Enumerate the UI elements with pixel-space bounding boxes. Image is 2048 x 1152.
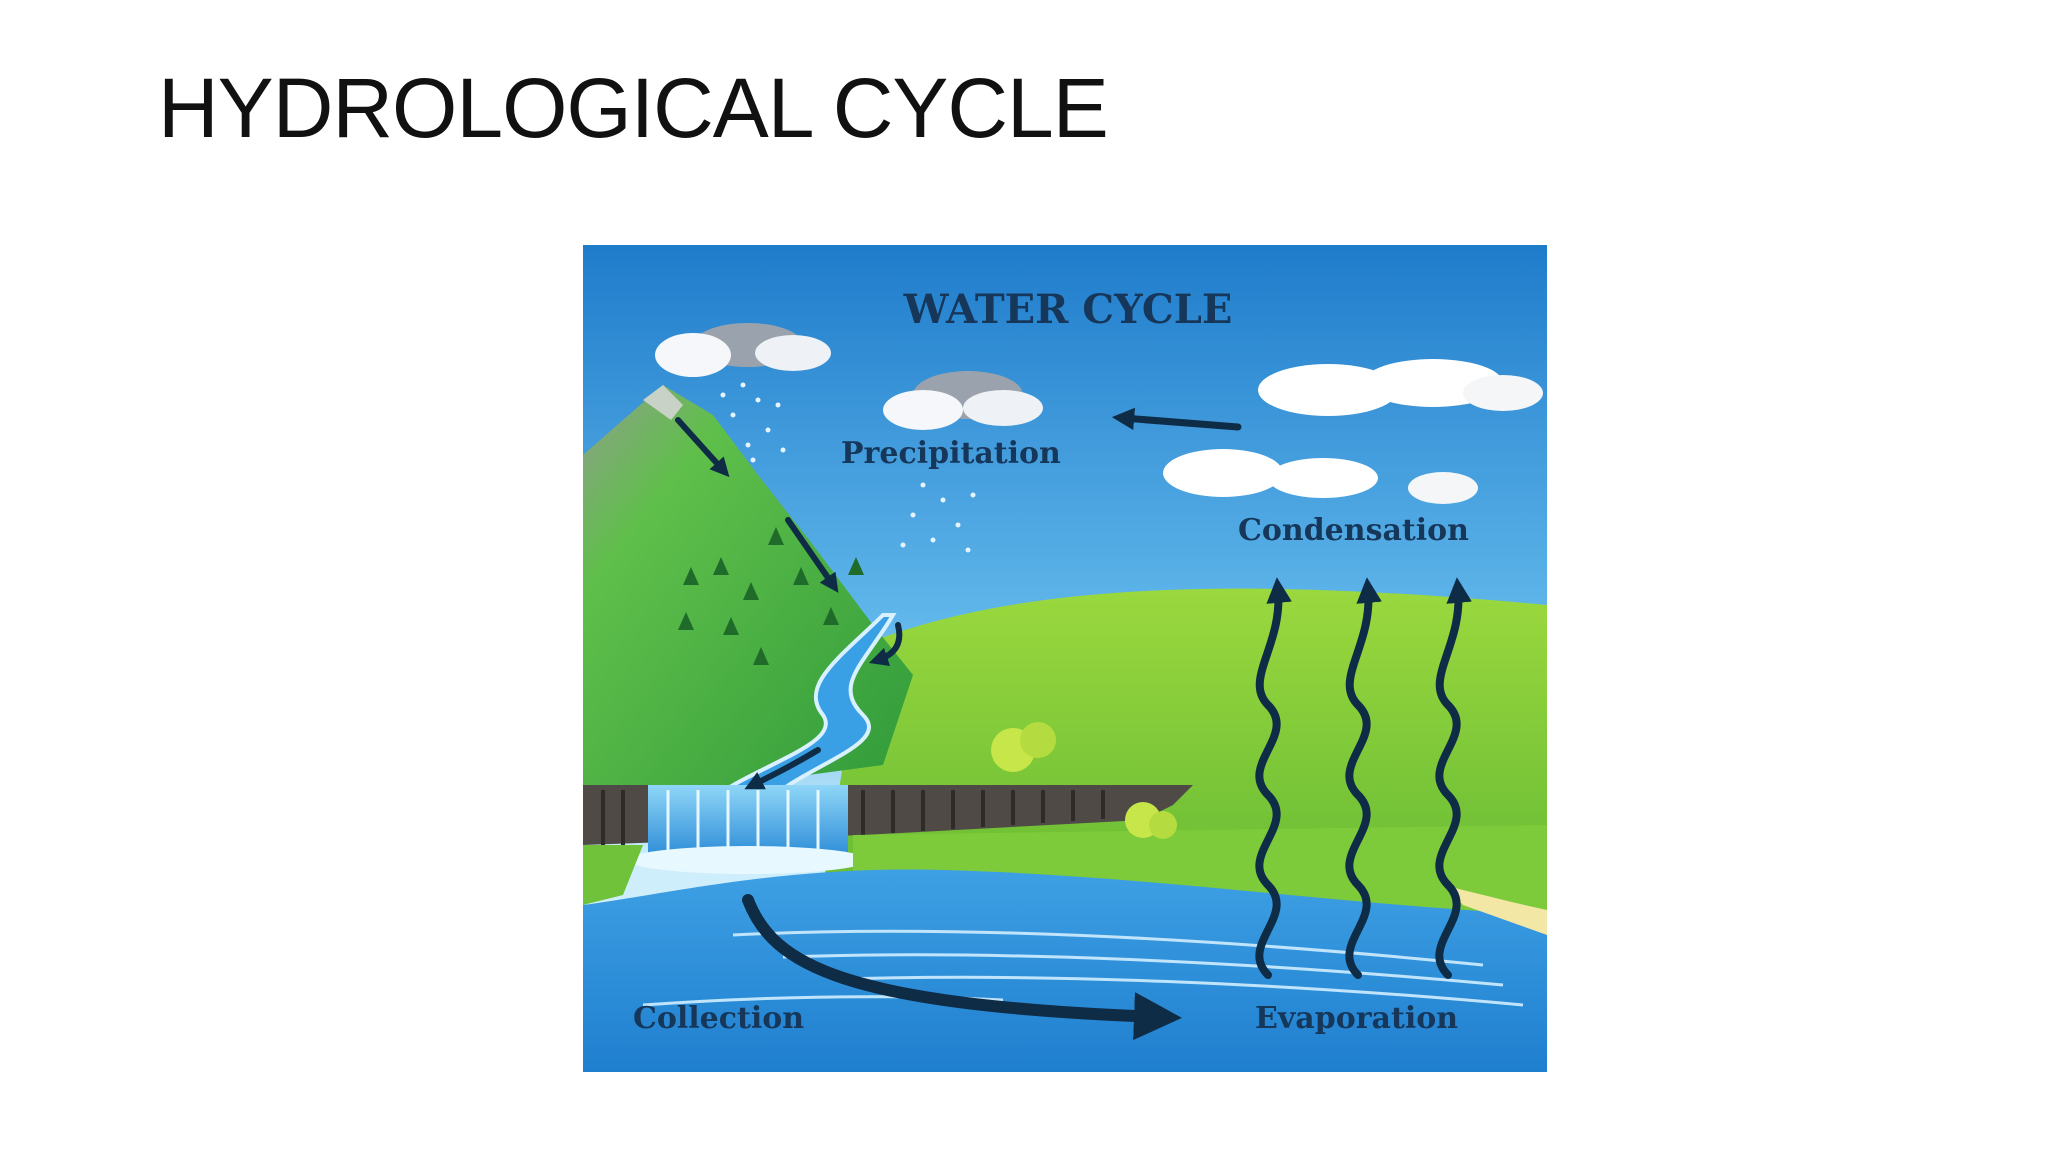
evaporation-label: Evaporation	[1255, 1001, 1458, 1036]
collection-arrow	[742, 894, 1182, 1041]
slide-title: HYDROLOGICAL CYCLE	[158, 61, 1109, 155]
cloud-right-upper	[1258, 359, 1543, 416]
rain-cloud-left	[655, 323, 831, 377]
waterfall-streaks	[666, 790, 820, 850]
water-cycle-illustration: WATER CYCLE Precipitation Condensation C…	[583, 245, 1547, 1072]
lake	[583, 869, 1547, 1072]
runoff-arrows	[675, 417, 903, 790]
cloud-right-lower	[1163, 449, 1478, 504]
water-cycle-diagram: WATER CYCLE Precipitation Condensation C…	[583, 245, 1547, 1072]
rain-drops	[720, 382, 976, 553]
rain-cloud-center	[883, 371, 1043, 430]
water-ripples	[642, 929, 1524, 1007]
forest-trees	[678, 527, 864, 665]
evaporation-arrows	[1255, 577, 1472, 979]
cloud-movement-arrow	[1111, 407, 1242, 431]
mountain-peak	[643, 385, 683, 420]
collection-label: Collection	[633, 1001, 804, 1036]
cliff-stripes	[601, 790, 1105, 845]
diagram-heading: WATER CYCLE	[903, 286, 1233, 333]
shore-sand	[1443, 885, 1547, 935]
waterfall-splash	[628, 846, 868, 874]
condensation-label: Condensation	[1238, 513, 1469, 548]
waterfall	[648, 785, 848, 855]
precipitation-label: Precipitation	[841, 436, 1061, 471]
left-bank	[583, 845, 643, 905]
bushes	[991, 722, 1177, 839]
